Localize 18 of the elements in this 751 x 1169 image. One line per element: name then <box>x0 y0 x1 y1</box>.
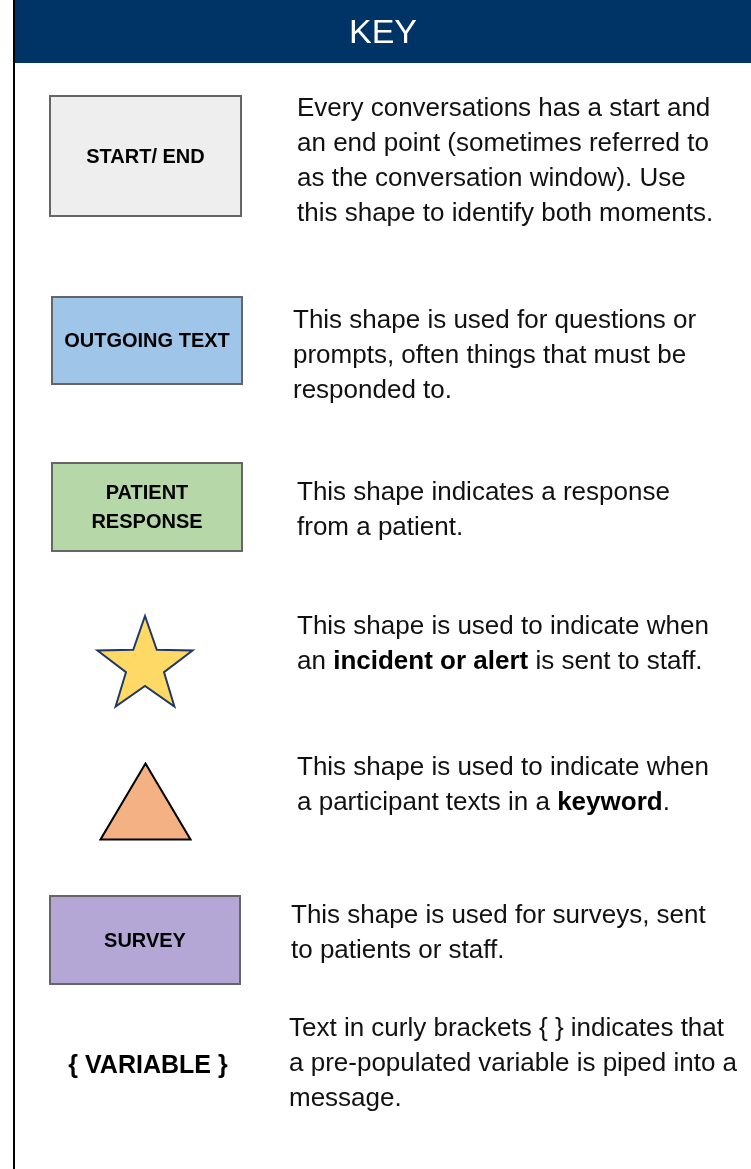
key-heading: KEY <box>15 0 751 63</box>
triangle-symbol <box>99 762 192 841</box>
shape-description: This shape is used for questions or prompts, often things that must be responded to. <box>293 303 698 406</box>
shape-description: This shape is used for surveys, sent to patients or staff. <box>291 898 707 966</box>
shape-label: SURVEY <box>104 927 186 953</box>
triangle-description: This shape is used to indicate when a participant texts in a keyword. <box>297 750 710 818</box>
shape-label: START/ END <box>86 143 205 169</box>
shape-description: Every conversations has a start and an end point (sometimes referred to as the conversation window). Use this shape to identify both moments. <box>297 91 715 229</box>
shape-label: PATIENT RESPONSE <box>90 480 204 534</box>
legend-shape-box <box>51 296 243 385</box>
variable-example: { VARIABLE } <box>67 1049 229 1080</box>
shape-label: OUTGOING TEXT <box>64 328 230 353</box>
variable-description: Text in curly brackets { } indicates that a pre-populated variable is piped into a message. <box>289 1011 739 1114</box>
legend-shape-box <box>51 462 243 552</box>
legend-shape-box <box>49 895 241 985</box>
shape-description: This shape indicates a response from a patient. <box>297 475 671 543</box>
legend-shape-box <box>49 95 242 217</box>
star-description: This shape is used to indicate when an incident or alert is sent to staff. <box>297 609 710 677</box>
